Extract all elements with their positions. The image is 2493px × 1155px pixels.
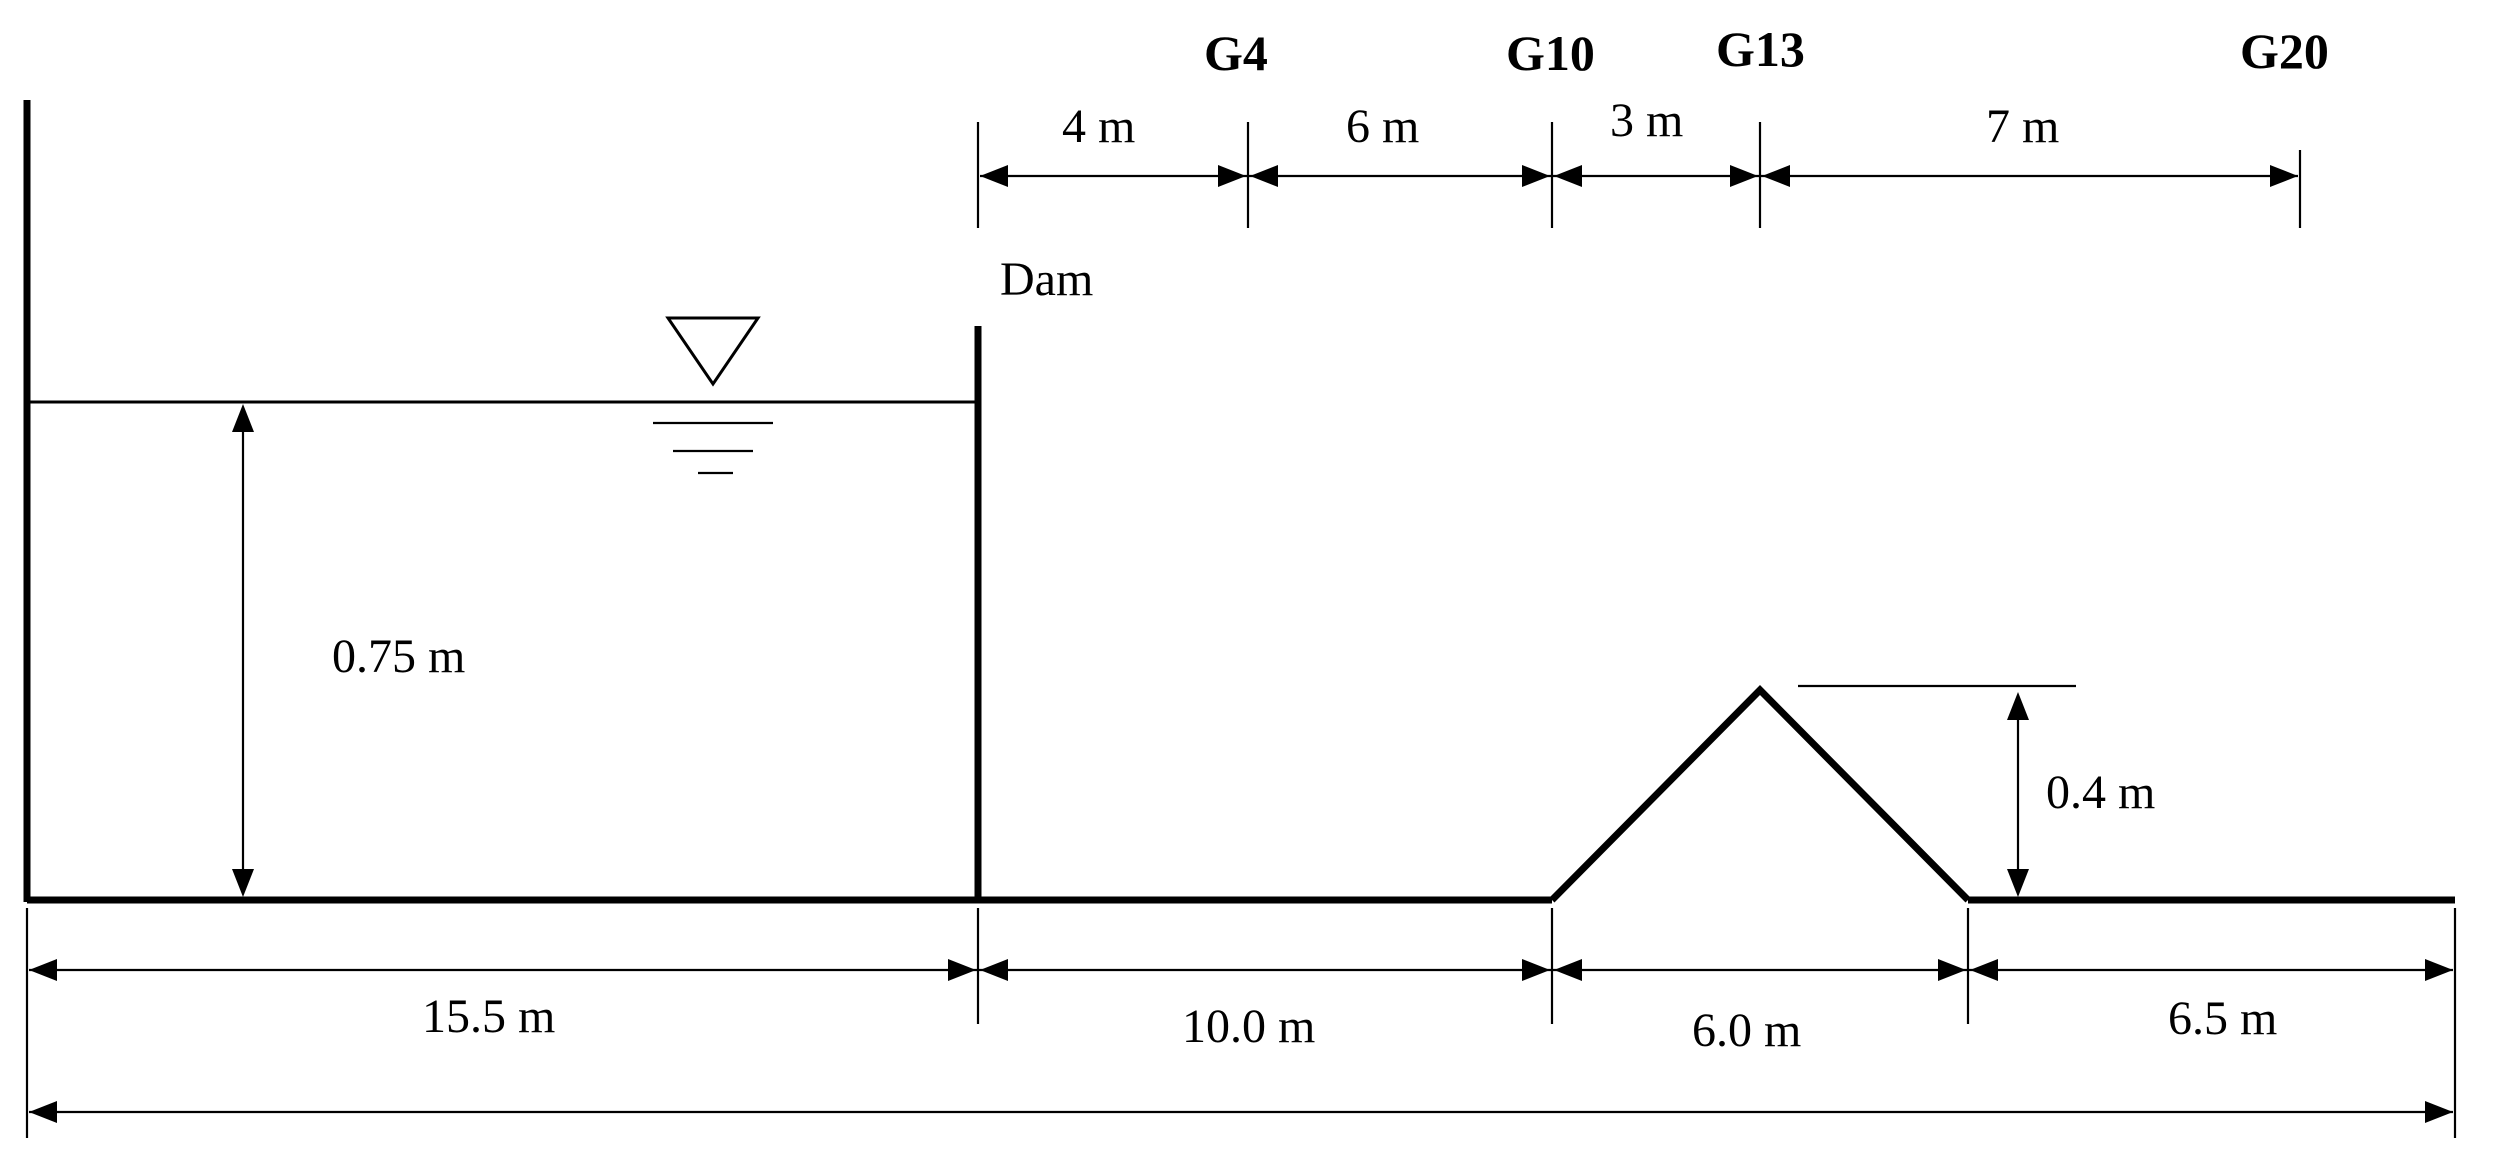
bottom-extension-lines — [25, 908, 2457, 1138]
bottom-dim-label-4: 6.5 m — [2168, 992, 2277, 1045]
top-dim-label-4: 7 m — [1986, 100, 2059, 153]
dam-label: Dam — [1000, 253, 1093, 306]
top-dim-label-2: 6 m — [1346, 100, 1419, 153]
water-depth-dimension — [232, 404, 254, 897]
bottom-dim-label-2: 10.0 m — [1182, 1000, 1315, 1053]
gauge-label-g13: G13 — [1716, 21, 1805, 77]
gauge-label-g4: G4 — [1204, 25, 1268, 81]
overall-length-dimension — [29, 1101, 2453, 1123]
triangular-hump — [1549, 685, 1971, 903]
top-dimension-arrows — [980, 165, 2298, 187]
gauge-label-g10: G10 — [1506, 25, 1595, 81]
bottom-dimension-arrows — [29, 959, 2453, 981]
bottom-dim-label-3: 6.0 m — [1692, 1004, 1801, 1057]
top-dim-label-1: 4 m — [1062, 100, 1135, 153]
bottom-dim-label-1: 15.5 m — [422, 990, 555, 1043]
hump-height-dimension — [1798, 684, 2076, 897]
gauge-label-g20: G20 — [2240, 23, 2329, 79]
top-dim-label-3: 3 m — [1610, 94, 1683, 147]
hump-height-label: 0.4 m — [2046, 766, 2155, 819]
water-level-symbol — [653, 316, 773, 475]
water-depth-label: 0.75 m — [332, 630, 465, 683]
